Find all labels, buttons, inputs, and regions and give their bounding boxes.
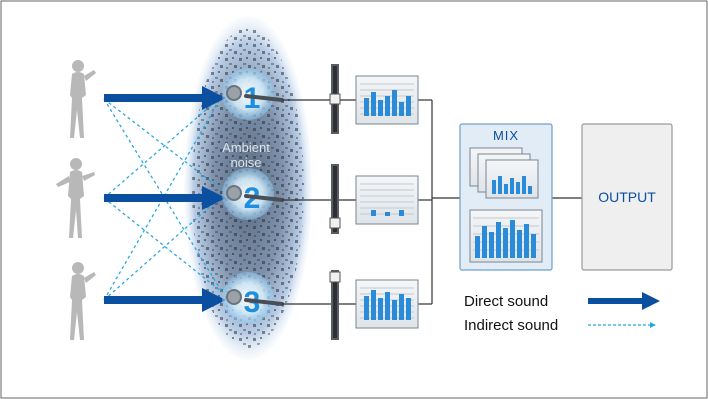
microphone-icon xyxy=(226,85,284,102)
microphone-icon xyxy=(226,289,284,306)
presenter-figure xyxy=(56,158,95,238)
mix-label: MIX xyxy=(493,128,519,143)
legend-direct-arrow xyxy=(588,292,660,310)
microphone-3: 3 xyxy=(222,272,284,324)
mixer-display-stack xyxy=(469,147,539,199)
singer-figure-1 xyxy=(70,60,96,138)
indirect-sound-paths xyxy=(103,95,223,301)
microphone-1: 1 xyxy=(222,68,284,120)
direct-sound-arrows xyxy=(104,86,226,312)
channel-display-1 xyxy=(355,75,419,125)
legend-indirect-label: Indirect sound xyxy=(464,317,558,334)
ambient-label-line2: noise xyxy=(230,155,261,170)
mixer-display-main xyxy=(469,209,543,263)
fader-1 xyxy=(329,64,341,134)
channel-display-3 xyxy=(355,279,419,329)
output-label: OUTPUT xyxy=(598,189,656,205)
microphone-2: 2 xyxy=(222,168,284,220)
output-box xyxy=(581,123,673,271)
channel-display-2 xyxy=(355,175,419,225)
microphone-icon xyxy=(226,185,284,202)
ambient-label-line1: Ambient xyxy=(222,140,270,155)
legend-indirect-arrow xyxy=(588,322,656,328)
fader-2 xyxy=(329,164,341,234)
signal-cables xyxy=(282,99,582,305)
legend-direct-label: Direct sound xyxy=(464,293,548,310)
fader-3 xyxy=(329,270,341,340)
singer-figure-3 xyxy=(70,262,96,340)
